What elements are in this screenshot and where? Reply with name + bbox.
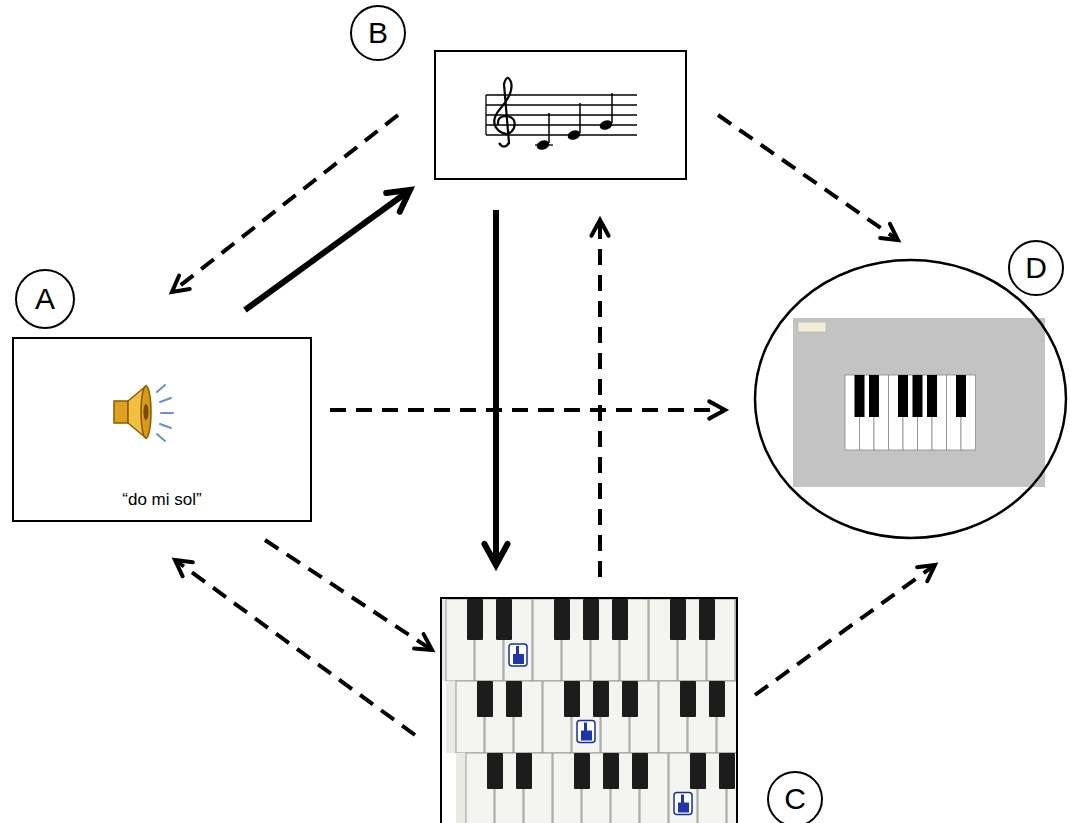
letter-badge: C [767,771,823,823]
letter-badge: A [15,269,75,329]
dashed-arrow [175,560,415,735]
speaker-icon [114,385,173,441]
dashed-arrow [172,115,398,292]
spoken-syllables: “do mi sol” [120,490,203,510]
letter-badge: D [1008,240,1064,296]
caption-area: “do mi sol” [14,490,310,510]
panel-letter: A [35,284,55,314]
ellipse-outline [753,258,1068,540]
keyboard-photo [442,599,736,823]
solid-arrow [484,210,507,565]
panel-letter: D [1025,253,1047,283]
solid-arrow [245,190,410,310]
music-staff [486,78,637,152]
content-box: C [440,597,738,823]
dashed-arrow [718,115,898,240]
content-box: B [434,50,687,180]
ellipse-panel: D [753,258,1068,540]
dashed-arrow [330,401,725,418]
dashed-arrow [265,540,432,650]
letter-badge: B [350,5,406,61]
dashed-arrow [755,565,935,695]
content-box: A“do mi sol” [12,337,312,522]
piano-screen [793,318,1045,487]
panel-letter: B [368,18,388,48]
panel-letter: C [784,784,806,814]
dashed-arrow [591,220,608,577]
